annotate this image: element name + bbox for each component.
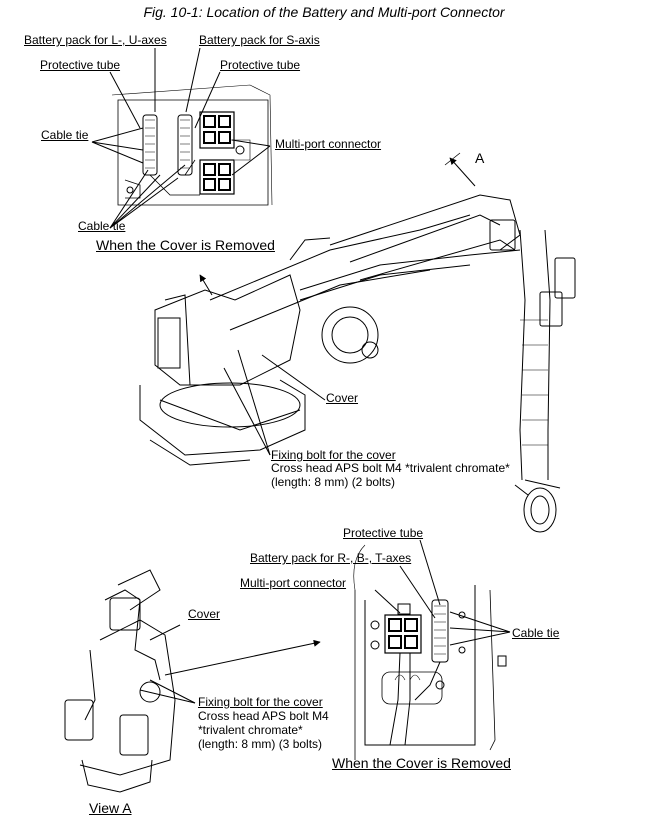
label-cable-tie-bottom: Cable tie [512,626,560,640]
label-battery-rbt-axes: Battery pack for R-, B-, T-axes [250,551,412,565]
label-cover-view-a: Cover [188,607,221,621]
label-bolt-length-main: (length: 8 mm) (2 bolts) [271,475,396,489]
bottom-detail-drawing [353,544,507,760]
label-bolt-spec-main: Cross head APS bolt M4 *trivalent chroma… [271,461,510,475]
label-bolt-length-view-a: (length: 8 mm) (3 bolts) [198,737,323,751]
caption-view-a: View A [89,800,132,816]
label-battery-lu-axes: Battery pack for L-, U-axes [24,33,167,47]
main-robot-drawing [139,194,576,533]
view-a-drawing [64,569,321,793]
caption-cover-removed-bottom: When the Cover is Removed [332,755,511,771]
label-protective-tube-left: Protective tube [40,58,121,72]
label-battery-s-axis: Battery pack for S-axis [199,33,320,47]
label-cable-tie-upper: Cable tie [41,128,89,142]
label-multiport-connector-bottom: Multi-port connector [240,576,347,590]
label-protective-tube-bottom: Protective tube [343,526,424,540]
figure-title: Fig. 10-1: Location of the Battery and M… [143,4,505,20]
caption-cover-removed-top: When the Cover is Removed [96,237,275,253]
label-protective-tube-right: Protective tube [220,58,301,72]
label-view-arrow-a: A [475,150,485,166]
label-fixing-bolt-view-a: Fixing bolt for the cover [198,695,323,709]
label-cover-main: Cover [326,391,359,405]
top-detail-drawing [111,84,273,206]
label-fixing-bolt-main: Fixing bolt for the cover [271,448,396,462]
label-bolt-chromate-view-a: *trivalent chromate* [198,723,303,737]
label-cable-tie-lower: Cable tie [78,219,126,233]
label-bolt-spec-view-a: Cross head APS bolt M4 [198,709,329,723]
label-multiport-connector-top: Multi-port connector [275,137,382,151]
